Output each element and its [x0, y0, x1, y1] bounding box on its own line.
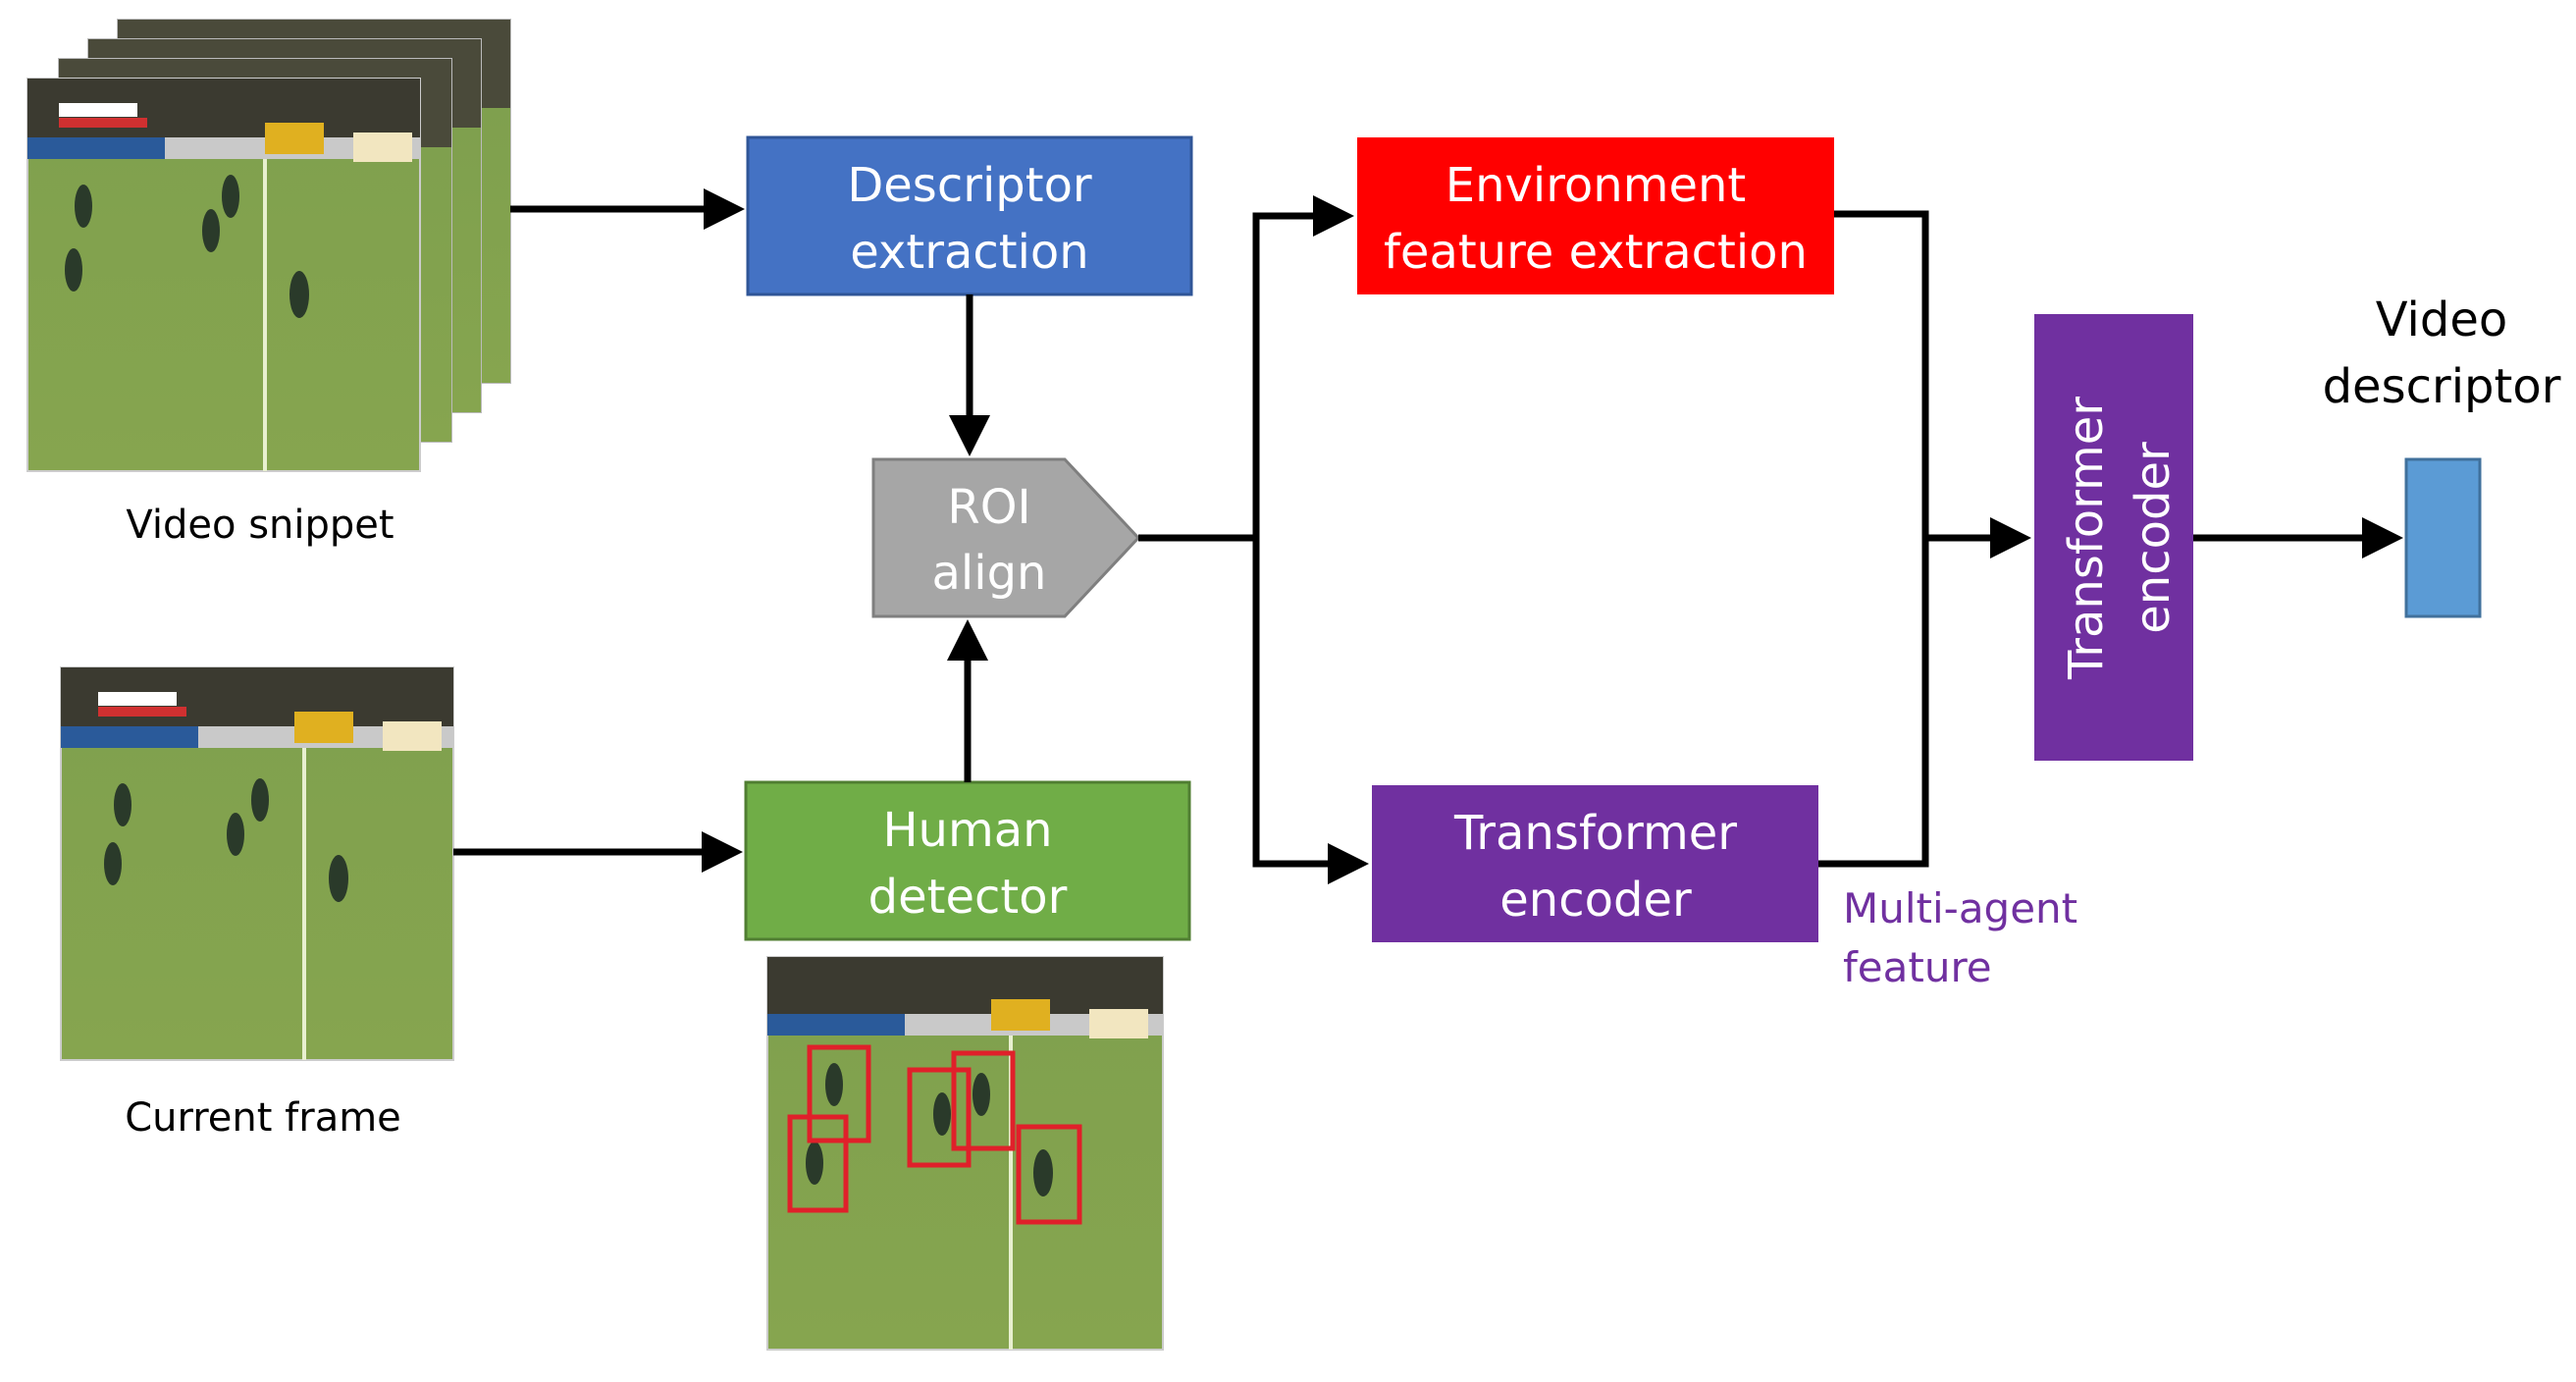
- human-detector-line2: detector: [868, 870, 1068, 925]
- snippet-frame-front: [26, 78, 421, 472]
- environment-feature-extraction-box: Environment feature extraction: [1357, 137, 1834, 294]
- video-descriptor-line2: descriptor: [2323, 359, 2561, 414]
- line-environment-to-merge: [1834, 210, 1929, 538]
- detection-box-2: [787, 1114, 849, 1213]
- video-snippet-stack: Video snippet: [26, 19, 511, 548]
- multi-agent-label-line1: Multi-agent: [1843, 884, 2077, 932]
- video-snippet-label: Video snippet: [126, 503, 394, 548]
- arrow-split-to-environment: [1252, 195, 1354, 538]
- video-descriptor-line1: Video: [2376, 292, 2507, 347]
- transformer-encoder-agent-line1: Transformer: [1453, 806, 1737, 861]
- human-detector-line1: Human: [882, 803, 1052, 858]
- human-detector-box: Human detector: [744, 780, 1191, 941]
- transformer-encoder-agent-box: Transformer encoder: [1372, 785, 1818, 942]
- video-descriptor-output: Video descriptor: [2323, 292, 2561, 618]
- line-agent-to-merge: [1818, 535, 1929, 868]
- descriptor-extraction-box: Descriptor extraction: [746, 135, 1193, 296]
- transformer-encoder-final-box: Transformer encoder: [2034, 314, 2193, 761]
- environment-feature-line2: feature extraction: [1384, 225, 1808, 280]
- roi-align-line2: align: [932, 546, 1047, 601]
- roi-align-box: ROI align: [871, 457, 1141, 618]
- detection-box-5: [1016, 1124, 1082, 1225]
- roi-align-line1: ROI: [947, 480, 1030, 535]
- current-frame-label: Current frame: [125, 1095, 401, 1141]
- detection-box-4: [951, 1050, 1016, 1151]
- current-frame: Current frame: [60, 666, 454, 1141]
- transformer-encoder-final-line2: encoder: [2126, 442, 2181, 634]
- detection-result-frame: [766, 956, 1164, 1351]
- environment-feature-line1: Environment: [1446, 158, 1747, 213]
- connectors: [453, 188, 2403, 884]
- multi-agent-label-line2: feature: [1843, 943, 1992, 991]
- descriptor-extraction-line1: Descriptor: [847, 158, 1092, 213]
- transformer-encoder-agent-line2: encoder: [1499, 873, 1692, 928]
- detection-box-1: [807, 1044, 871, 1143]
- transformer-encoder-final-line1: Transformer: [2059, 397, 2114, 680]
- arrow-split-to-transformer-agent: [1252, 538, 1369, 884]
- detection-box-3: [907, 1067, 972, 1168]
- descriptor-extraction-line2: extraction: [850, 225, 1088, 280]
